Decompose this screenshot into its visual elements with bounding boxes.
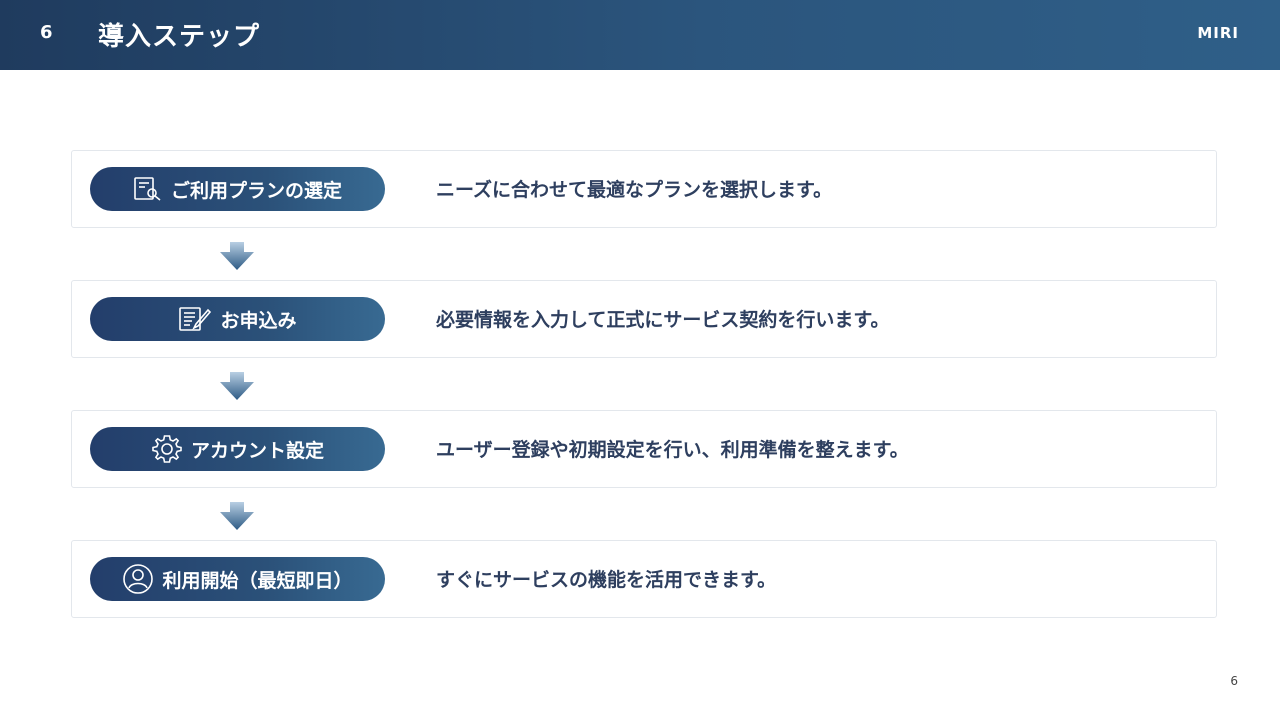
step-pill-start-usage: 利用開始（最短即日）: [90, 557, 385, 601]
gear-icon: [151, 433, 183, 465]
step-description: 必要情報を入力して正式にサービス契約を行います。: [436, 309, 890, 331]
down-arrow-icon: [220, 502, 254, 530]
header-bar: 6 導入ステップ MIRI: [0, 0, 1280, 70]
down-arrow-icon: [220, 372, 254, 400]
step-pill-account-setup: アカウント設定: [90, 427, 385, 471]
step-label: アカウント設定: [190, 439, 324, 462]
step-card-plan-selection: ご利用プランの選定 ニーズに合わせて最適なプランを選択します。: [71, 150, 1217, 228]
step-card-application: お申込み 必要情報を入力して正式にサービス契約を行います。: [71, 280, 1217, 358]
step-description: ニーズに合わせて最適なプランを選択します。: [436, 179, 833, 201]
down-arrow-icon: [220, 242, 254, 270]
user-icon: [122, 563, 154, 595]
step-pill-application: お申込み: [90, 297, 385, 341]
brand-logo-text: MIRI: [1197, 24, 1239, 42]
step-label: 利用開始（最短即日）: [162, 569, 353, 592]
step-label: お申込み: [220, 309, 297, 332]
page-title: 導入ステップ: [98, 22, 261, 52]
edit-document-icon: [178, 306, 212, 332]
step-card-start-usage: 利用開始（最短即日） すぐにサービスの機能を活用できます。: [71, 540, 1217, 618]
slide-number: 6: [40, 22, 53, 43]
step-pill-plan-selection: ご利用プランの選定: [90, 167, 385, 211]
page-number: 6: [1230, 674, 1238, 688]
step-description: ユーザー登録や初期設定を行い、利用準備を整えます。: [436, 439, 909, 461]
step-label: ご利用プランの選定: [170, 179, 342, 202]
step-description: すぐにサービスの機能を活用できます。: [436, 569, 777, 591]
step-card-account-setup: アカウント設定 ユーザー登録や初期設定を行い、利用準備を整えます。: [71, 410, 1217, 488]
search-document-icon: [133, 176, 163, 202]
